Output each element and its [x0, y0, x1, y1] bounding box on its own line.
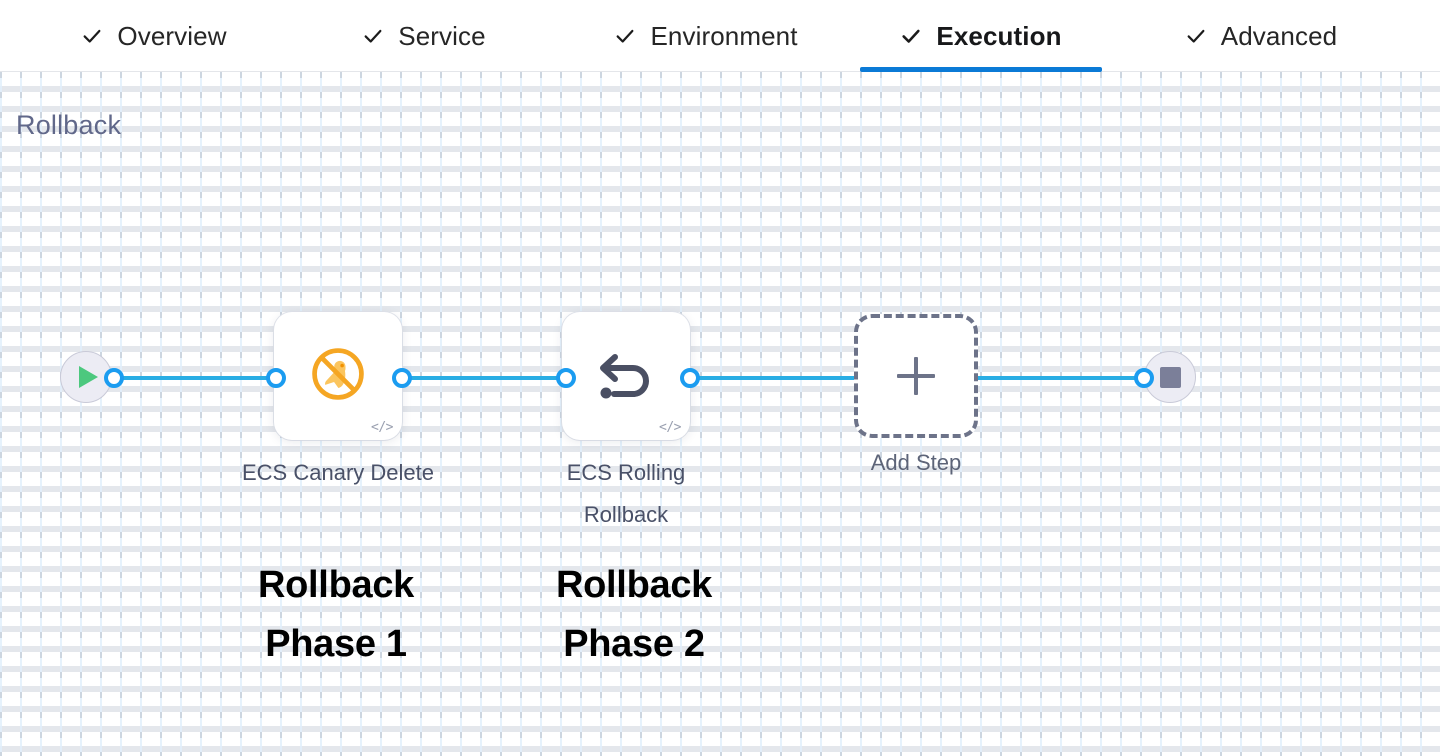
- stage-tab-bar: Overview Service Environment Execution: [0, 0, 1440, 72]
- play-icon: [79, 366, 98, 388]
- tab-environment[interactable]: Environment: [570, 0, 842, 72]
- edge-start-to-canary: [118, 376, 278, 380]
- port-rolling-in[interactable]: [556, 368, 576, 388]
- page-title: Rollback: [16, 110, 122, 140]
- edge-rolling-to-add: [692, 376, 982, 380]
- port-rolling-out[interactable]: [680, 368, 700, 388]
- add-step-button[interactable]: Add Step: [854, 314, 978, 476]
- stop-icon: [1159, 366, 1181, 388]
- canary-delete-icon: [308, 344, 368, 409]
- step-label: ECS Rolling Rollback: [566, 460, 686, 527]
- tab-underline: [570, 67, 842, 72]
- code-icon[interactable]: </>: [659, 420, 681, 435]
- check-icon: [614, 25, 636, 47]
- annotation-rollback-phase-2: Rollback Phase 2: [556, 564, 712, 665]
- tab-advanced-label: Advanced: [1220, 21, 1338, 51]
- edge-canary-to-rolling: [404, 376, 568, 380]
- tab-underline: [36, 67, 272, 72]
- pipeline-graph: </> ECS Canary Delete </> ECS Ro: [0, 72, 1440, 756]
- step-ecs-rolling-rollback[interactable]: </> ECS Rolling Rollback: [562, 312, 690, 527]
- tab-active-underline: [860, 67, 1102, 72]
- check-icon: [81, 25, 103, 47]
- code-icon[interactable]: </>: [371, 420, 393, 435]
- tab-overview[interactable]: Overview: [36, 0, 272, 72]
- tab-environment-label: Environment: [650, 21, 798, 51]
- tab-advanced[interactable]: Advanced: [1142, 0, 1380, 72]
- add-step-label: Add Step: [870, 450, 962, 475]
- tab-service-label: Service: [398, 21, 486, 51]
- add-step-box[interactable]: [854, 314, 978, 438]
- tab-underline: [1142, 67, 1380, 72]
- check-icon: [1185, 25, 1207, 47]
- port-canary-in[interactable]: [266, 368, 286, 388]
- step-card[interactable]: </>: [274, 312, 402, 440]
- step-ecs-canary-delete[interactable]: </> ECS Canary Delete: [242, 312, 434, 485]
- port-start-out[interactable]: [104, 368, 124, 388]
- tab-underline: [318, 67, 530, 72]
- check-icon: [362, 25, 384, 47]
- port-end-in[interactable]: [1134, 368, 1154, 388]
- tab-service[interactable]: Service: [318, 0, 530, 72]
- plus-icon: [897, 357, 935, 395]
- check-icon: [900, 25, 922, 47]
- pipeline-canvas[interactable]: Rollback: [0, 72, 1440, 756]
- tab-execution-label: Execution: [936, 21, 1062, 51]
- tab-overview-label: Overview: [117, 21, 227, 51]
- tab-execution[interactable]: Execution: [860, 0, 1102, 72]
- annotation-rollback-phase-1: Rollback Phase 1: [258, 564, 414, 665]
- edge-add-to-end: [972, 376, 1148, 380]
- port-canary-out[interactable]: [392, 368, 412, 388]
- step-label: ECS Canary Delete: [242, 460, 434, 485]
- start-node[interactable]: [60, 351, 112, 403]
- rollback-arrow-icon: [593, 344, 659, 409]
- step-card[interactable]: </>: [562, 312, 690, 440]
